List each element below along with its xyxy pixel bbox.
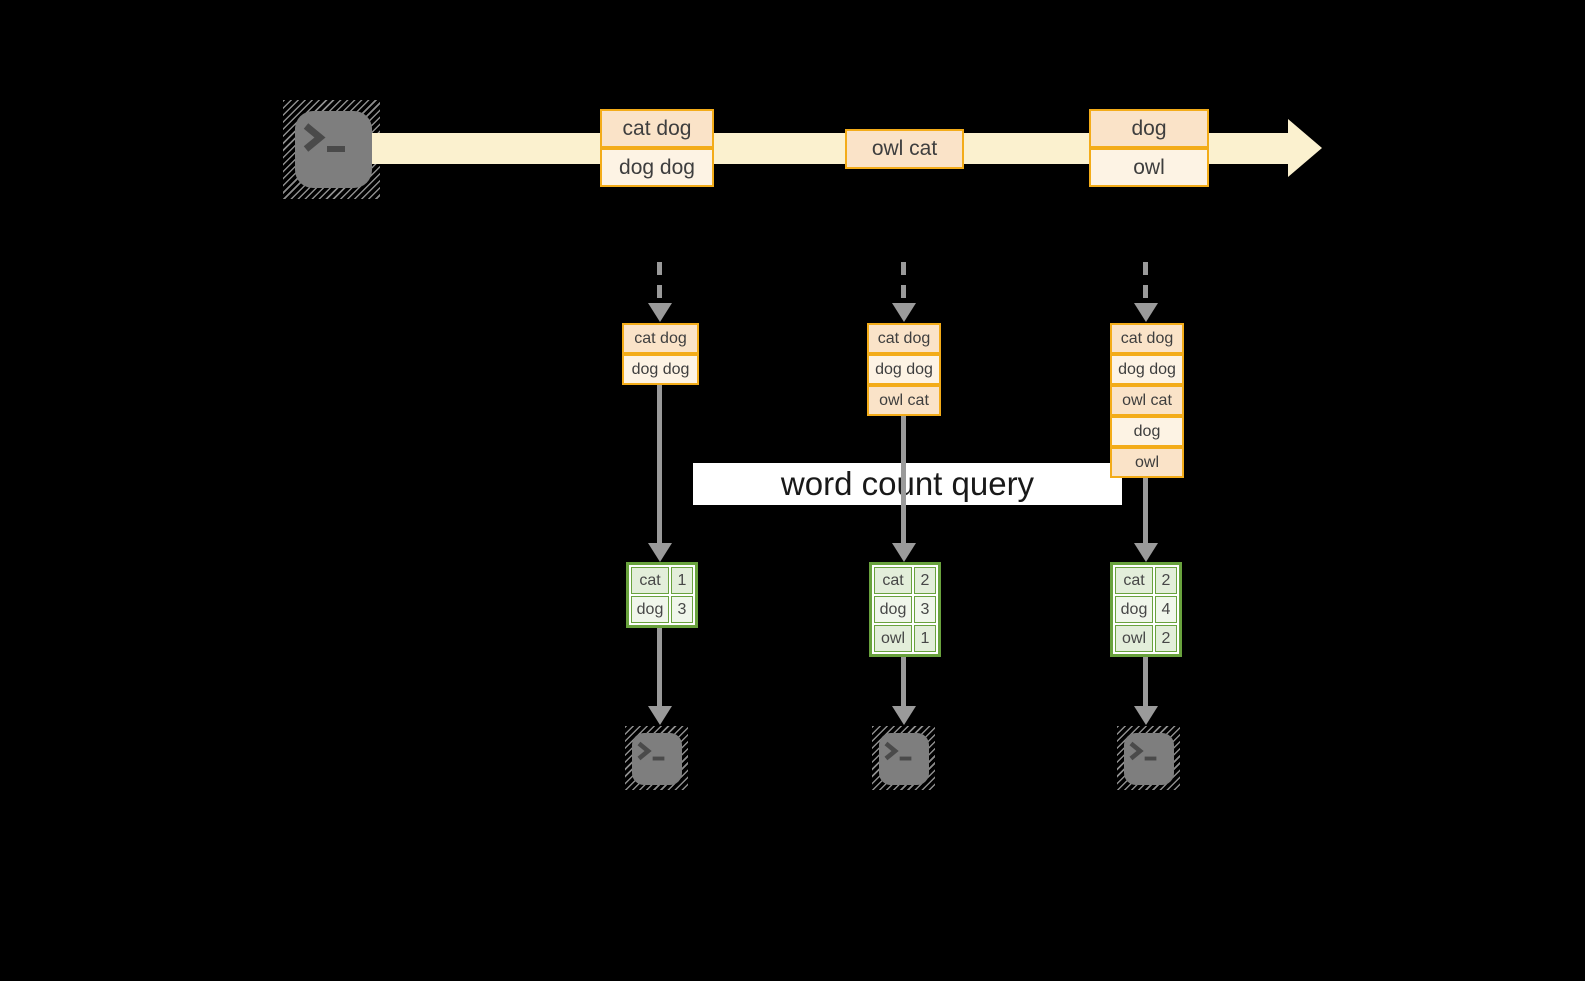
query-arrowhead-1 bbox=[648, 543, 672, 562]
count-word: dog bbox=[874, 596, 912, 623]
buffer-row: owl cat bbox=[867, 385, 941, 416]
stream-event-group-2: owl cat bbox=[845, 129, 964, 169]
terminal-body bbox=[632, 733, 682, 785]
count-table-2: cat 2 dog 3 owl 1 bbox=[869, 562, 941, 657]
query-label: word count query bbox=[780, 465, 1035, 502]
terminal-body bbox=[879, 733, 929, 785]
stream-event: cat dog bbox=[600, 109, 714, 148]
stream-event: owl cat bbox=[845, 129, 964, 169]
stream-event: dog dog bbox=[600, 148, 714, 187]
query-arrow-3 bbox=[1143, 478, 1148, 543]
ingest-arrowhead-3 bbox=[1134, 303, 1158, 322]
ingest-arrow-2 bbox=[901, 262, 906, 303]
count-value: 1 bbox=[671, 567, 693, 594]
count-word: cat bbox=[631, 567, 669, 594]
terminal-body bbox=[1124, 733, 1174, 785]
count-value: 3 bbox=[671, 596, 693, 623]
count-value: 4 bbox=[1155, 596, 1177, 623]
query-arrowhead-2 bbox=[892, 543, 916, 562]
buffer-row: dog bbox=[1110, 416, 1184, 447]
buffer-row: cat dog bbox=[1110, 323, 1184, 354]
event-buffer-1: cat dog dog dog bbox=[622, 323, 699, 385]
stream-arrowhead-icon bbox=[1288, 119, 1322, 177]
sink-terminal-icon-2 bbox=[872, 726, 935, 790]
sink-terminal-icon-1 bbox=[625, 726, 688, 790]
terminal-body bbox=[295, 111, 372, 188]
emit-arrow-2 bbox=[901, 657, 906, 706]
count-word: cat bbox=[1115, 567, 1153, 594]
count-value: 2 bbox=[914, 567, 936, 594]
count-word: cat bbox=[874, 567, 912, 594]
buffer-row: owl cat bbox=[1110, 385, 1184, 416]
sink-terminal-icon-3 bbox=[1117, 726, 1180, 790]
query-arrowhead-3 bbox=[1134, 543, 1158, 562]
query-label-band: word count query bbox=[693, 463, 1122, 505]
buffer-row: dog dog bbox=[1110, 354, 1184, 385]
emit-arrowhead-2 bbox=[892, 706, 916, 725]
buffer-row: dog dog bbox=[622, 354, 699, 385]
event-buffer-3: cat dog dog dog owl cat dog owl bbox=[1110, 323, 1184, 478]
terminal-prompt-icon bbox=[884, 741, 912, 761]
buffer-row: dog dog bbox=[867, 354, 941, 385]
ingest-arrow-3 bbox=[1143, 262, 1148, 303]
emit-arrowhead-3 bbox=[1134, 706, 1158, 725]
stream-event: dog bbox=[1089, 109, 1209, 148]
stream-event: owl bbox=[1089, 148, 1209, 187]
terminal-prompt-icon bbox=[303, 123, 345, 152]
count-value: 3 bbox=[914, 596, 936, 623]
query-arrow-1 bbox=[657, 385, 662, 543]
terminal-prompt-icon bbox=[637, 741, 665, 761]
stream-event-group-3: dog owl bbox=[1089, 109, 1209, 187]
ingest-arrowhead-2 bbox=[892, 303, 916, 322]
count-value: 1 bbox=[914, 625, 936, 652]
emit-arrow-1 bbox=[657, 628, 662, 706]
ingest-arrowhead-1 bbox=[648, 303, 672, 322]
ingest-arrow-1 bbox=[657, 262, 662, 303]
count-table-3: cat 2 dog 4 owl 2 bbox=[1110, 562, 1182, 657]
count-word: dog bbox=[631, 596, 669, 623]
buffer-row: cat dog bbox=[867, 323, 941, 354]
count-table-1: cat 1 dog 3 bbox=[626, 562, 698, 628]
event-buffer-2: cat dog dog dog owl cat bbox=[867, 323, 941, 416]
emit-arrowhead-1 bbox=[648, 706, 672, 725]
count-word: owl bbox=[1115, 625, 1153, 652]
count-value: 2 bbox=[1155, 567, 1177, 594]
terminal-prompt-icon bbox=[1129, 741, 1157, 761]
count-word: dog bbox=[1115, 596, 1153, 623]
stream-event-group-1: cat dog dog dog bbox=[600, 109, 714, 187]
buffer-row: owl bbox=[1110, 447, 1184, 478]
emit-arrow-3 bbox=[1143, 657, 1148, 706]
source-terminal-icon bbox=[283, 100, 380, 199]
count-value: 2 bbox=[1155, 625, 1177, 652]
query-arrow-2 bbox=[901, 416, 906, 543]
count-word: owl bbox=[874, 625, 912, 652]
buffer-row: cat dog bbox=[622, 323, 699, 354]
